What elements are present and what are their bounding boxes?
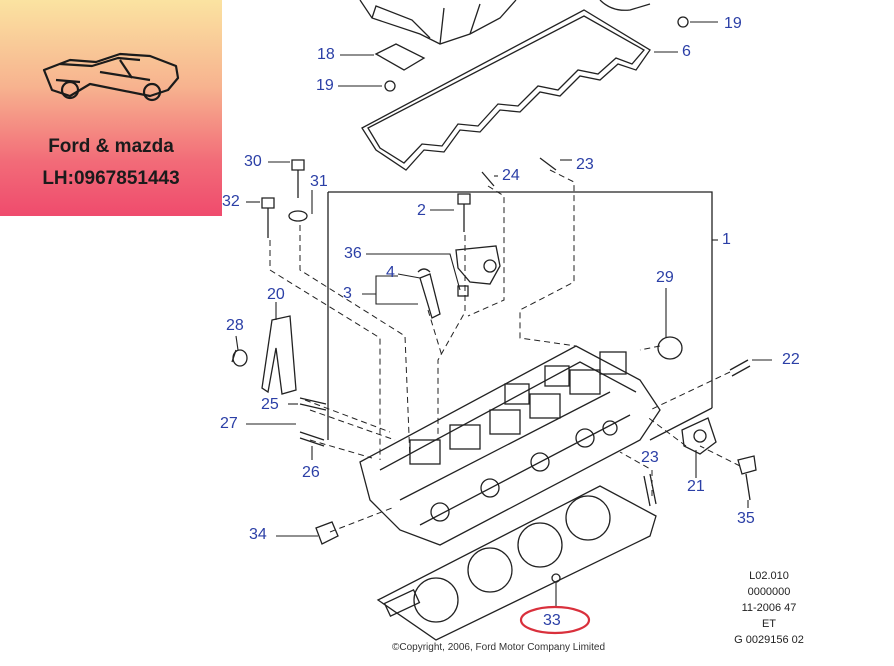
callout-3: 3 — [343, 285, 352, 302]
callout-21: 21 — [687, 478, 705, 495]
callout-23-lower: 23 — [641, 449, 659, 466]
callout-34: 34 — [249, 526, 267, 543]
callout-27: 27 — [220, 415, 238, 432]
head-outline-box — [327, 191, 713, 441]
bearing-cap-36 — [455, 245, 501, 297]
callout-30: 30 — [244, 153, 262, 170]
callout-6: 6 — [682, 43, 691, 60]
dowels — [299, 157, 751, 507]
drawing-ref-line3: 11-2006 47 — [741, 602, 797, 614]
callout-4: 4 — [386, 264, 395, 281]
sports-car-icon — [42, 52, 180, 102]
callout-leaders — [235, 21, 772, 606]
drawing-ref-line1: L02.010 — [749, 570, 789, 582]
callout-19-lower: 19 — [316, 77, 334, 94]
bracket-20 — [261, 315, 297, 395]
callout-1: 1 — [722, 231, 731, 248]
highlight-ring-33 — [519, 605, 591, 635]
callout-36: 36 — [344, 245, 362, 262]
callout-18: 18 — [317, 46, 335, 63]
head-gasket — [376, 485, 657, 641]
valve-cover — [359, 0, 651, 45]
callout-20: 20 — [267, 286, 285, 303]
lash-adjuster-3 — [417, 268, 441, 319]
washer-31 — [288, 210, 308, 222]
callout-23-upper: 23 — [576, 156, 594, 173]
promo-banner: Ford & mazda LH:0967851443 — [0, 0, 222, 216]
valve-cover-gasket — [361, 9, 651, 171]
banner-brand-text: Ford & mazda — [48, 136, 174, 157]
plug-28 — [231, 349, 248, 367]
cylinder-head — [359, 345, 661, 546]
callout-22: 22 — [782, 351, 800, 368]
callout-25: 25 — [261, 396, 279, 413]
callout-2: 2 — [417, 202, 426, 219]
drawing-ref-line2: 0000000 — [747, 586, 791, 598]
bolt-2 — [457, 193, 471, 232]
callout-31: 31 — [310, 173, 328, 190]
callout-33: 33 — [543, 612, 561, 629]
callout-19-upper: 19 — [724, 15, 742, 32]
bolt-35 — [737, 455, 757, 501]
callout-35: 35 — [737, 510, 755, 527]
banner-phone-text: LH:0967851443 — [42, 168, 180, 189]
lifting-eye-21 — [681, 417, 717, 455]
copyright-text: ©Copyright, 2006, Ford Motor Company Lim… — [392, 642, 606, 653]
callout-28: 28 — [226, 317, 244, 334]
bolt-32 — [261, 197, 275, 238]
bolt-30 — [291, 159, 305, 198]
drawing-ref-line4: ET — [761, 618, 777, 630]
bracket-18 — [374, 16, 689, 92]
drawing-ref-line5: G 0029156 02 — [734, 634, 804, 646]
callout-26: 26 — [302, 464, 320, 481]
callout-32: 32 — [222, 193, 240, 210]
callout-24: 24 — [502, 167, 520, 184]
plug-34 — [315, 521, 339, 545]
plug-29 — [657, 336, 683, 360]
callout-29: 29 — [656, 269, 674, 286]
